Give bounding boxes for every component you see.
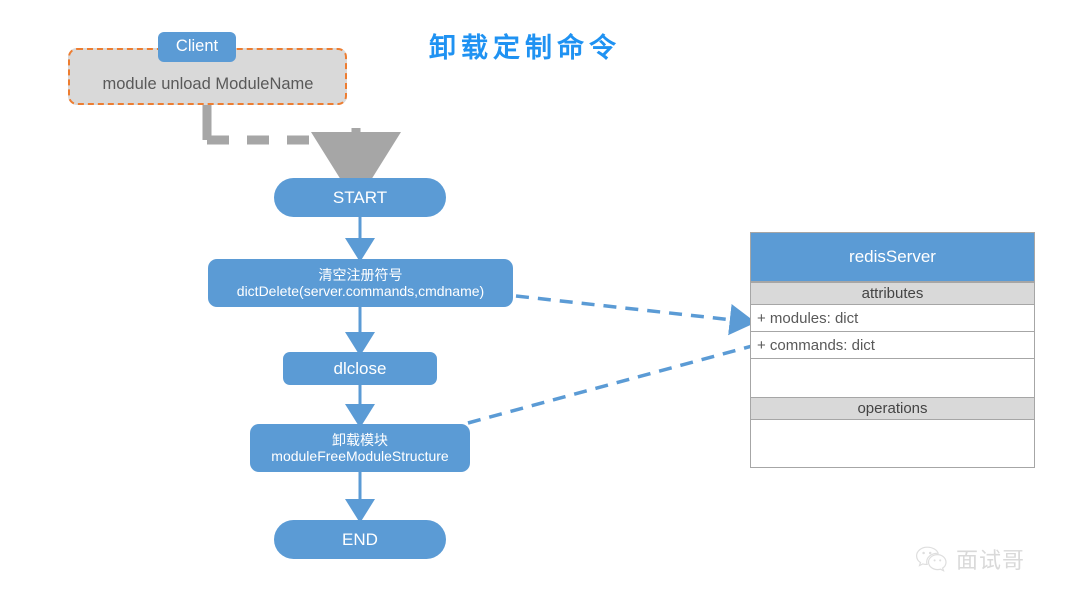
flow-node-end-label: END	[342, 529, 378, 549]
class-box-attribute-row: + modules: dict	[751, 305, 1034, 332]
class-box-attributes-filler	[751, 359, 1034, 397]
page-title: 卸载定制命令	[429, 33, 621, 63]
flow-node-unload-module-detail: moduleFreeModuleStructure	[271, 448, 449, 464]
client-tag: Client	[158, 32, 236, 62]
watermark-text: 面试哥	[956, 548, 1026, 573]
watermark: 面试哥	[915, 543, 1025, 575]
flow-node-dlclose-label: dlclose	[333, 358, 387, 378]
flow-node-clear-registry: 清空注册符号 dictDelete(server.commands,cmdnam…	[208, 259, 513, 307]
class-box-attribute-row: + commands: dict	[751, 332, 1034, 359]
client-command-text: module unload ModuleName	[102, 75, 314, 93]
class-box-redis-server: redisServer attributes + modules: dict +…	[750, 232, 1035, 468]
class-box-operations-body	[751, 420, 1034, 467]
class-box-operations-label: operations	[751, 397, 1034, 420]
flow-node-clear-registry-detail: dictDelete(server.commands,cmdname)	[236, 283, 485, 299]
flow-node-start: START	[274, 178, 446, 217]
connector-free-to-commands	[467, 327, 792, 425]
flow-node-unload-module: 卸载模块 moduleFreeModuleStructure	[250, 424, 470, 472]
flow-node-end: END	[274, 520, 446, 559]
flow-node-dlclose: dlclose	[283, 352, 437, 385]
flow-node-unload-module-title: 卸载模块	[332, 431, 388, 448]
flow-node-start-label: START	[332, 187, 388, 207]
class-box-name: redisServer	[751, 233, 1034, 282]
flow-node-clear-registry-title: 清空注册符号	[318, 266, 403, 283]
connector-client-to-start	[202, 105, 401, 204]
connector-clear-to-modules	[515, 294, 756, 336]
class-box-attributes-label: attributes	[751, 282, 1034, 305]
wechat-icon	[915, 546, 947, 572]
